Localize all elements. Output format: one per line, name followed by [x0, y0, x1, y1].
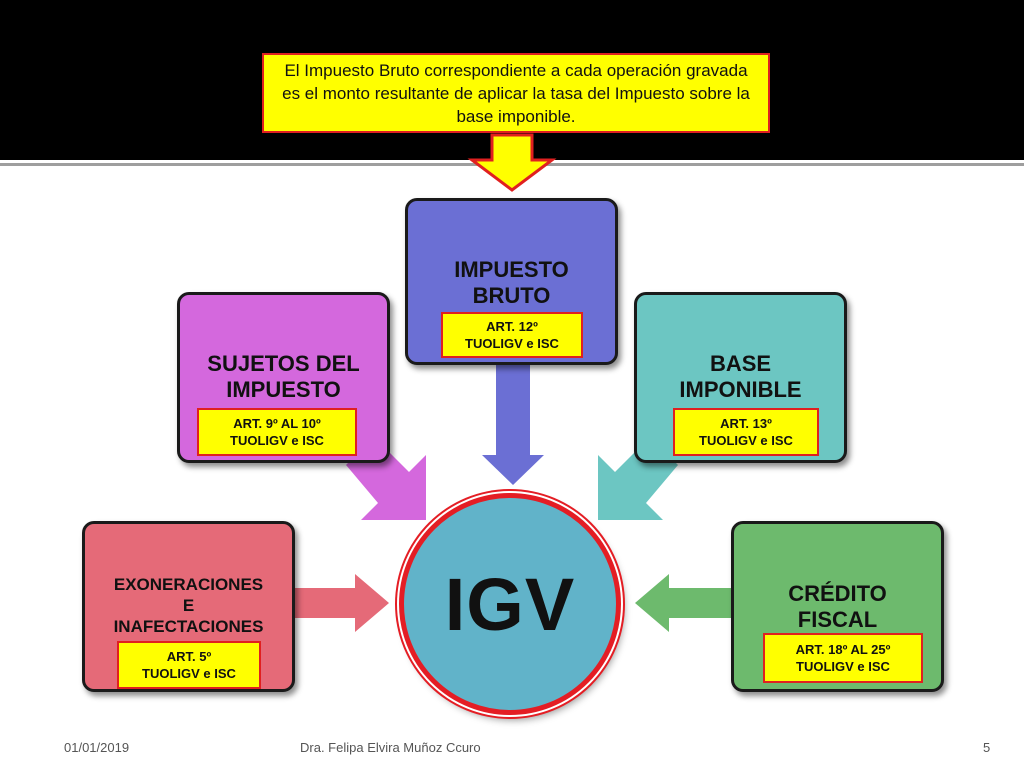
- arrow-impuesto-bruto: [482, 365, 544, 485]
- art-exoneraciones: ART. 5º TUOLIGV e ISC: [117, 641, 261, 689]
- node-impuesto-bruto-title: IMPUESTO BRUTO: [454, 257, 569, 308]
- callout-down-arrow: [467, 133, 557, 192]
- node-base-imponible-title: BASE IMPONIBLE: [679, 351, 802, 402]
- node-credito-fiscal-title: CRÉDITO FISCAL: [788, 581, 887, 632]
- center-igv-label: IGV: [444, 562, 576, 646]
- art-credito-fiscal: ART. 18º AL 25º TUOLIGV e ISC: [763, 633, 923, 683]
- node-exoneraciones-title: EXONERACIONES E INAFECTACIONES: [113, 575, 264, 636]
- footer-page-number: 5: [983, 740, 991, 755]
- node-sujetos-title: SUJETOS DEL IMPUESTO: [207, 351, 360, 402]
- arrow-exoneraciones: [294, 574, 389, 632]
- art-impuesto-bruto: ART. 12º TUOLIGV e ISC: [441, 312, 583, 358]
- art-sujetos: ART. 9º AL 10º TUOLIGV e ISC: [197, 408, 357, 456]
- art-base-imponible: ART. 13º TUOLIGV e ISC: [673, 408, 819, 456]
- callout-text: El Impuesto Bruto correspondiente a cada…: [282, 60, 750, 126]
- footer-author: Dra. Felipa Elvira Muñoz Ccuro: [300, 740, 481, 755]
- arrow-credito-fiscal: [635, 574, 732, 632]
- footer-date: 01/01/2019: [64, 740, 130, 755]
- center-igv-circle: IGV: [399, 493, 621, 715]
- callout-box: El Impuesto Bruto correspondiente a cada…: [262, 53, 770, 133]
